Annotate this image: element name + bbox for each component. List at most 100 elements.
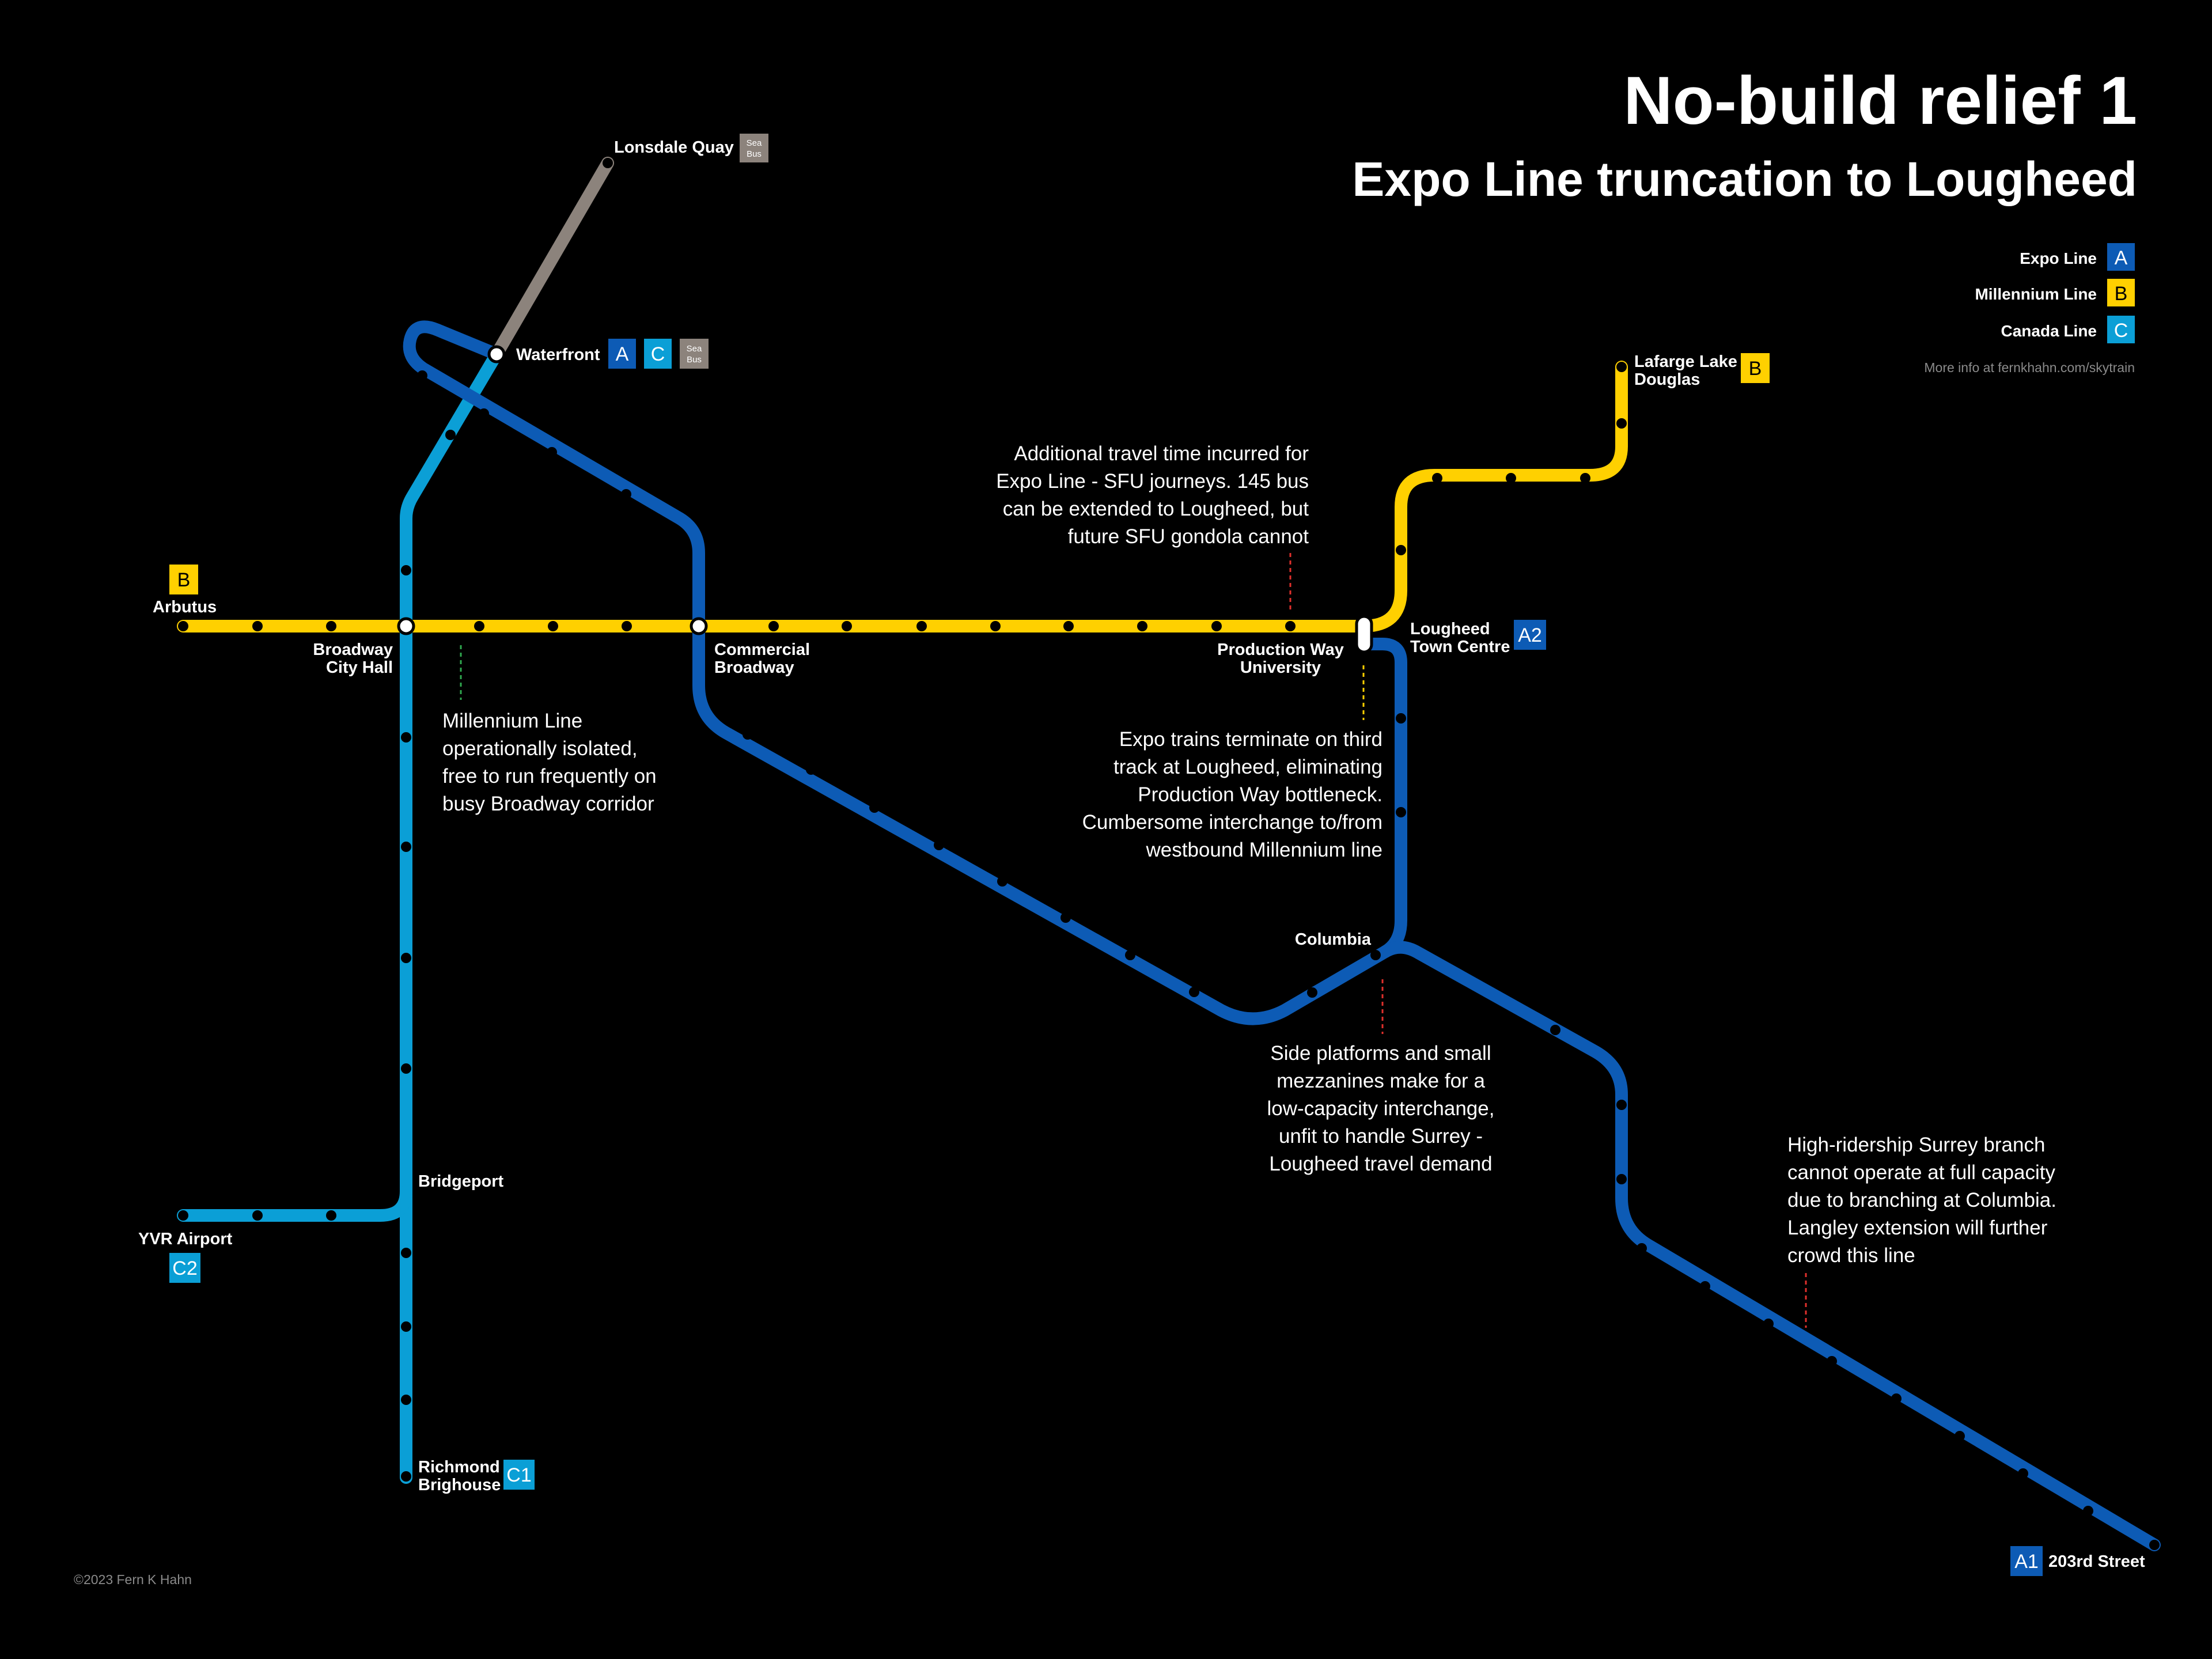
station-dot[interactable] xyxy=(401,1248,411,1258)
legend-badge-expo xyxy=(2107,243,2135,271)
station-dot[interactable] xyxy=(401,1395,411,1405)
station-dot[interactable] xyxy=(1396,713,1406,724)
station-dot[interactable] xyxy=(1137,621,1147,631)
station-dot[interactable] xyxy=(1763,1319,1774,1329)
station-dot[interactable] xyxy=(768,621,779,631)
station-dot[interactable] xyxy=(2149,1540,2160,1550)
seabus-badge-waterfront-l1: Sea xyxy=(687,344,702,354)
station-dot[interactable] xyxy=(869,802,880,813)
station-commercial-broadway-l1[interactable]: Commercial xyxy=(714,641,810,659)
station-dot[interactable] xyxy=(1827,1356,1837,1366)
station-dot[interactable] xyxy=(1063,621,1074,631)
station-dot[interactable] xyxy=(1370,950,1381,960)
station-columbia[interactable]: Columbia xyxy=(1295,930,1372,949)
station-dot[interactable] xyxy=(178,1210,188,1221)
station-dot[interactable] xyxy=(548,621,558,631)
station-dot[interactable] xyxy=(842,621,852,631)
station-dot[interactable] xyxy=(934,840,944,850)
broadway-city-hall-interchange[interactable] xyxy=(397,617,415,635)
lougheed-interchange[interactable] xyxy=(1355,615,1373,654)
station-dot[interactable] xyxy=(1125,950,1135,960)
station-dot[interactable] xyxy=(1396,807,1406,817)
note-lougheed-l4: Cumbersome interchange to/from xyxy=(1082,811,1382,834)
station-dot[interactable] xyxy=(1637,1243,1647,1253)
station-dot[interactable] xyxy=(401,1471,411,1482)
station-commercial-broadway-l2[interactable]: Broadway xyxy=(714,658,794,677)
note-lougheed-l5: westbound Millennium line xyxy=(1146,839,1383,861)
station-dot[interactable] xyxy=(474,621,484,631)
station-dot[interactable] xyxy=(1550,1025,1560,1035)
commercial-broadway-interchange[interactable] xyxy=(690,617,708,635)
station-dot[interactable] xyxy=(479,408,489,419)
station-dot[interactable] xyxy=(252,621,263,631)
station-dot[interactable] xyxy=(1307,987,1317,998)
station-dot[interactable] xyxy=(2018,1468,2028,1479)
note-millennium-l1: Millennium Line xyxy=(442,710,582,732)
station-dot[interactable] xyxy=(1506,473,1516,483)
station-broadway-city-hall-l2[interactable]: City Hall xyxy=(326,658,393,677)
station-dot[interactable] xyxy=(1211,621,1222,631)
station-dot[interactable] xyxy=(1189,987,1199,997)
station-lafarge-l1[interactable]: Lafarge Lake xyxy=(1634,353,1737,371)
station-dot[interactable] xyxy=(1396,545,1406,555)
station-dot[interactable] xyxy=(1616,1100,1627,1110)
station-dot[interactable] xyxy=(401,1321,411,1332)
station-dot[interactable] xyxy=(1285,621,1296,631)
station-lafarge-l2[interactable]: Douglas xyxy=(1634,370,1700,389)
station-dot[interactable] xyxy=(445,430,456,440)
station-dot[interactable] xyxy=(1616,1174,1627,1184)
station-richmond-l2[interactable]: Brighouse xyxy=(418,1476,501,1494)
seabus-badge-waterfront-l2: Bus xyxy=(687,355,702,365)
station-dot[interactable] xyxy=(1580,473,1590,483)
station-dot[interactable] xyxy=(1700,1281,1710,1291)
station-dot[interactable] xyxy=(326,621,336,631)
more-info-link[interactable]: More info at fernkhahn.com/skytrain xyxy=(1924,360,2135,375)
note-lougheed-l1: Expo trains terminate on third xyxy=(1119,728,1382,751)
copyright: ©2023 Fern K Hahn xyxy=(74,1572,192,1587)
station-dot[interactable] xyxy=(252,1210,263,1221)
station-dot[interactable] xyxy=(1891,1393,1902,1404)
station-dot[interactable] xyxy=(178,621,188,631)
station-dot[interactable] xyxy=(1955,1431,1965,1441)
station-lougheed-l2[interactable]: Town Centre xyxy=(1410,638,1510,656)
legend-badge-canada-text: C xyxy=(2114,320,2128,342)
station-dot[interactable] xyxy=(1432,473,1442,483)
station-dot[interactable] xyxy=(401,1063,411,1074)
legend-badge-millennium-text: B xyxy=(2115,283,2128,305)
station-dot[interactable] xyxy=(621,489,631,499)
station-dot[interactable] xyxy=(401,842,411,852)
station-dot[interactable] xyxy=(417,370,427,381)
station-dot[interactable] xyxy=(1616,362,1627,372)
station-bridgeport[interactable]: Bridgeport xyxy=(418,1172,504,1191)
station-dot[interactable] xyxy=(1616,418,1627,429)
station-production-way-l2[interactable]: University xyxy=(1240,658,1321,677)
station-dot[interactable] xyxy=(1060,912,1071,923)
station-dot[interactable] xyxy=(547,447,557,457)
station-dot[interactable] xyxy=(990,621,1001,631)
station-dot[interactable] xyxy=(2083,1506,2093,1516)
station-dot[interactable] xyxy=(326,1210,336,1221)
station-yvr-airport[interactable]: YVR Airport xyxy=(138,1230,233,1248)
station-dot[interactable] xyxy=(806,764,816,775)
waterfront-badge-c-text: C xyxy=(651,343,665,365)
station-broadway-city-hall-l1[interactable]: Broadway xyxy=(313,641,393,659)
note-millennium-l4: busy Broadway corridor xyxy=(442,793,654,815)
station-dot[interactable] xyxy=(743,729,753,740)
station-dot[interactable] xyxy=(401,953,411,963)
waterfront-interchange[interactable] xyxy=(487,345,506,363)
note-sfu-l1: Additional travel time incurred for xyxy=(1014,442,1309,465)
richmond-badge-c1 xyxy=(503,1460,535,1490)
station-dot[interactable] xyxy=(401,732,411,743)
station-dot[interactable] xyxy=(622,621,632,631)
station-dot[interactable] xyxy=(603,158,613,168)
station-waterfront[interactable]: Waterfront xyxy=(516,346,600,364)
station-lougheed-l1[interactable]: Lougheed xyxy=(1410,620,1490,638)
station-richmond-l1[interactable]: Richmond xyxy=(418,1458,500,1476)
station-dot[interactable] xyxy=(916,621,927,631)
station-production-way-l1[interactable]: Production Way xyxy=(1217,641,1344,659)
station-arbutus[interactable]: Arbutus xyxy=(153,598,217,616)
station-dot[interactable] xyxy=(401,565,411,575)
station-203rd-street[interactable]: 203rd Street xyxy=(2048,1552,2145,1571)
station-dot[interactable] xyxy=(997,876,1007,887)
station-lonsdale-quay[interactable]: Lonsdale Quay xyxy=(614,138,734,157)
